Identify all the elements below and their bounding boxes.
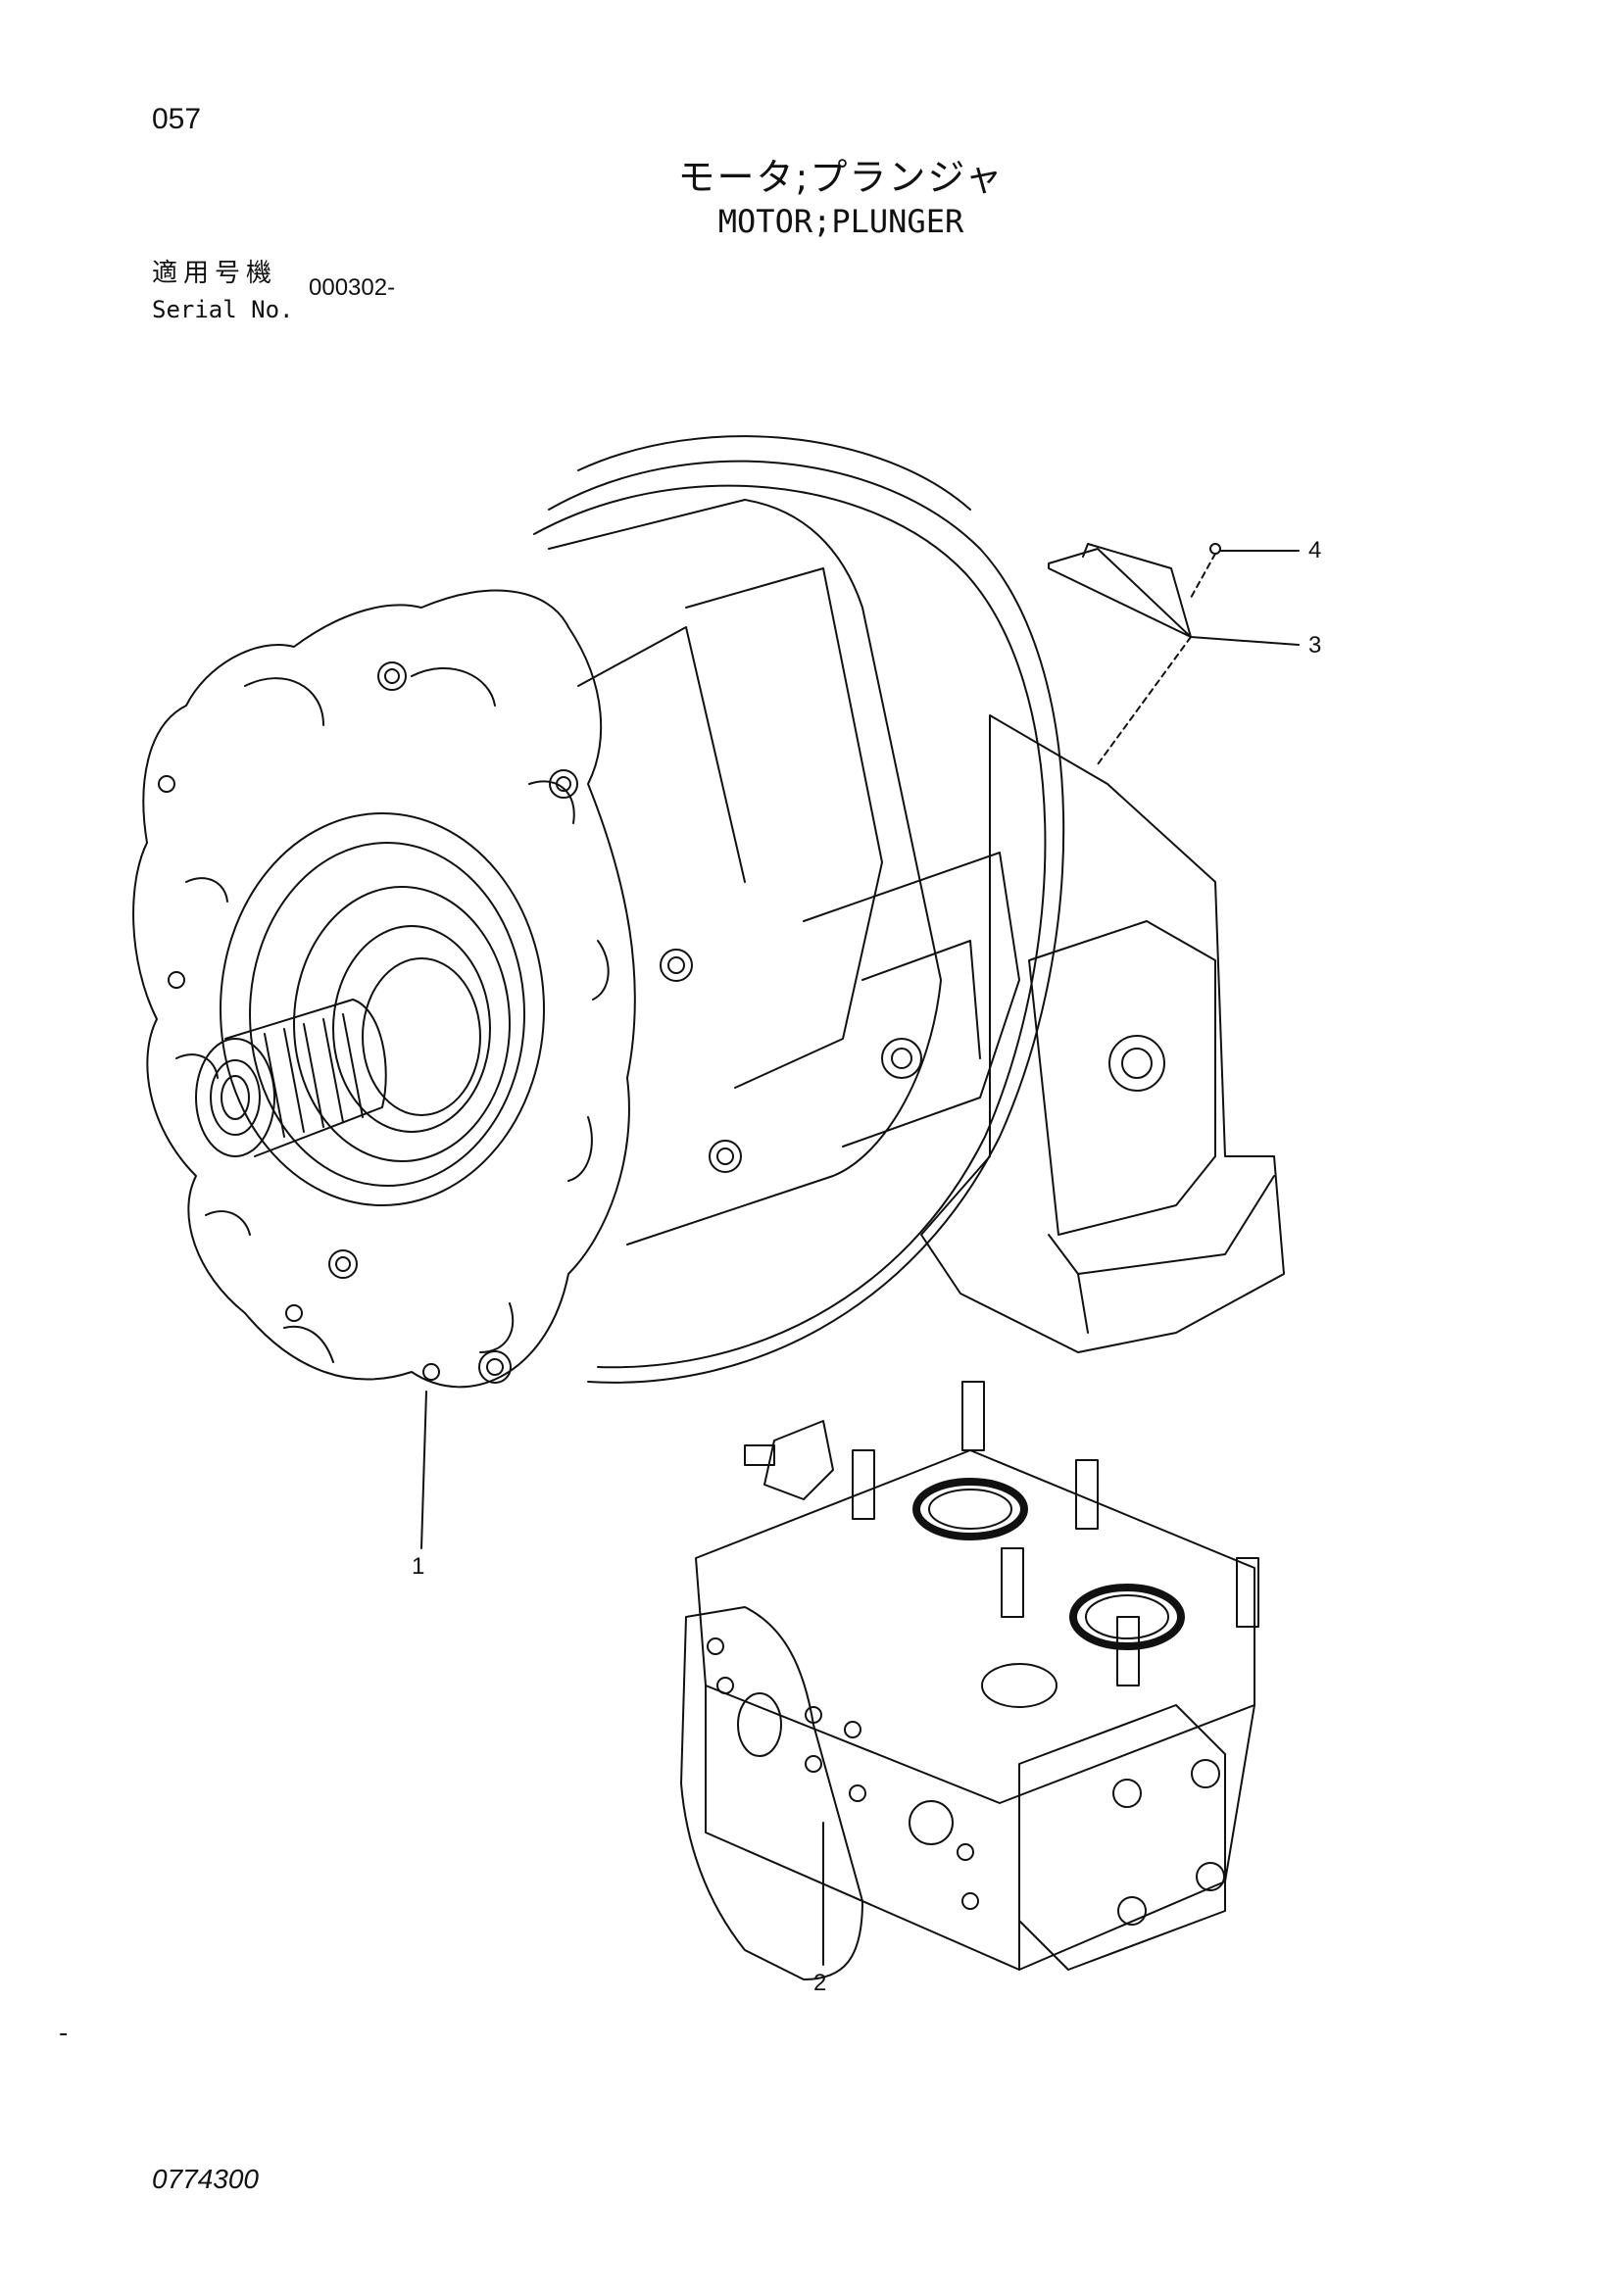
margin-dash: -	[59, 2019, 69, 2048]
serial-value: 000302-	[309, 274, 396, 301]
callout-2: 2	[813, 1970, 827, 1996]
title-japanese: モータ;プランジャ	[677, 156, 1005, 199]
serial-label-japanese: 適用号機	[152, 259, 278, 288]
valve-block	[681, 1382, 1258, 1979]
page-number: 057	[152, 103, 202, 135]
title-english: MOTOR;PLUNGER	[717, 203, 964, 240]
serial-label-english: Serial No.	[152, 296, 294, 323]
callout-4: 4	[1308, 537, 1322, 563]
nameplate-assembly	[1049, 544, 1220, 764]
leader-lines	[421, 551, 1299, 1965]
motor-assembly	[133, 436, 1284, 1387]
callout-1: 1	[412, 1553, 425, 1580]
callout-3: 3	[1308, 632, 1322, 659]
drawing-number: 0774300	[152, 2164, 260, 2194]
